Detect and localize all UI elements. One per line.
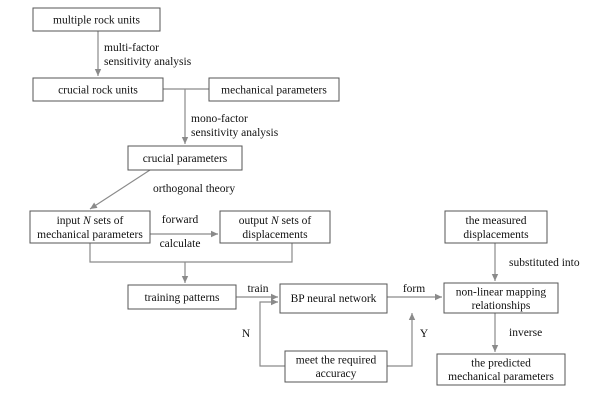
- box-crucial-rock-units: crucial rock units: [32, 77, 164, 102]
- line-merge-input-output: [89, 243, 293, 263]
- box-input-n-sets-line1: input N sets of: [57, 215, 124, 227]
- box-predicted-parameters: the predicted mechanical parameters: [436, 353, 566, 386]
- box-multiple-rock-units: multiple rock units: [32, 7, 161, 32]
- box-output-n-sets-line1: output N sets of: [239, 215, 312, 227]
- label-orthogonal-theory: orthogonal theory: [153, 183, 235, 195]
- box-input-n-sets: input N sets of mechanical parameters: [29, 210, 151, 244]
- box-multiple-rock-units-label: multiple rock units: [53, 15, 140, 27]
- box-measured-displacements-line2: displacements: [463, 229, 529, 241]
- box-bp-neural-network-label: BP neural network: [291, 293, 377, 305]
- box-bp-neural-network: BP neural network: [279, 283, 388, 314]
- label-multi-factor-2: sensitivity analysis: [104, 56, 192, 68]
- box-meet-required-accuracy-line1: meet the required: [296, 355, 377, 367]
- label-form: form: [403, 283, 425, 295]
- box-predicted-parameters-line1: the predicted: [471, 358, 531, 370]
- box-output-n-sets-line2: displacements: [242, 229, 308, 241]
- box-measured-displacements: the measured displacements: [444, 210, 548, 244]
- box-nonlinear-mapping: non-linear mapping relationships: [443, 282, 559, 314]
- box-input-n-sets-line2: mechanical parameters: [37, 229, 143, 241]
- box-mechanical-parameters-label: mechanical parameters: [221, 85, 327, 97]
- arrow-orthogonal-theory: [89, 169, 151, 210]
- box-measured-displacements-line1: the measured: [466, 215, 527, 227]
- label-y: Y: [420, 328, 429, 340]
- box-nonlinear-mapping-line1: non-linear mapping: [456, 287, 547, 299]
- label-n: N: [242, 328, 251, 340]
- box-meet-required-accuracy-line2: accuracy: [316, 368, 357, 380]
- connectors: [89, 31, 499, 367]
- label-substituted-into: substituted into: [509, 257, 580, 269]
- arrow-feedback-y: [387, 313, 416, 367]
- label-calculate: calculate: [160, 238, 201, 250]
- box-crucial-parameters: crucial parameters: [127, 145, 243, 171]
- label-mono-factor-1: mono-factor: [191, 113, 248, 125]
- label-multi-factor-1: multi-factor: [104, 42, 159, 54]
- box-predicted-parameters-line2: mechanical parameters: [448, 371, 554, 383]
- arrow-feedback-n: [259, 298, 285, 367]
- box-crucial-rock-units-label: crucial rock units: [58, 85, 138, 97]
- label-forward: forward: [162, 214, 199, 226]
- box-crucial-parameters-label: crucial parameters: [143, 153, 228, 165]
- label-mono-factor-2: sensitivity analysis: [191, 127, 279, 139]
- box-output-n-sets: output N sets of displacements: [219, 210, 331, 244]
- box-training-patterns: training patterns: [127, 284, 237, 310]
- box-training-patterns-label: training patterns: [144, 292, 220, 304]
- box-mechanical-parameters: mechanical parameters: [208, 77, 340, 102]
- label-inverse: inverse: [509, 327, 542, 339]
- label-train: train: [247, 283, 268, 295]
- box-meet-required-accuracy: meet the required accuracy: [284, 350, 388, 383]
- box-nonlinear-mapping-line2: relationships: [472, 300, 531, 312]
